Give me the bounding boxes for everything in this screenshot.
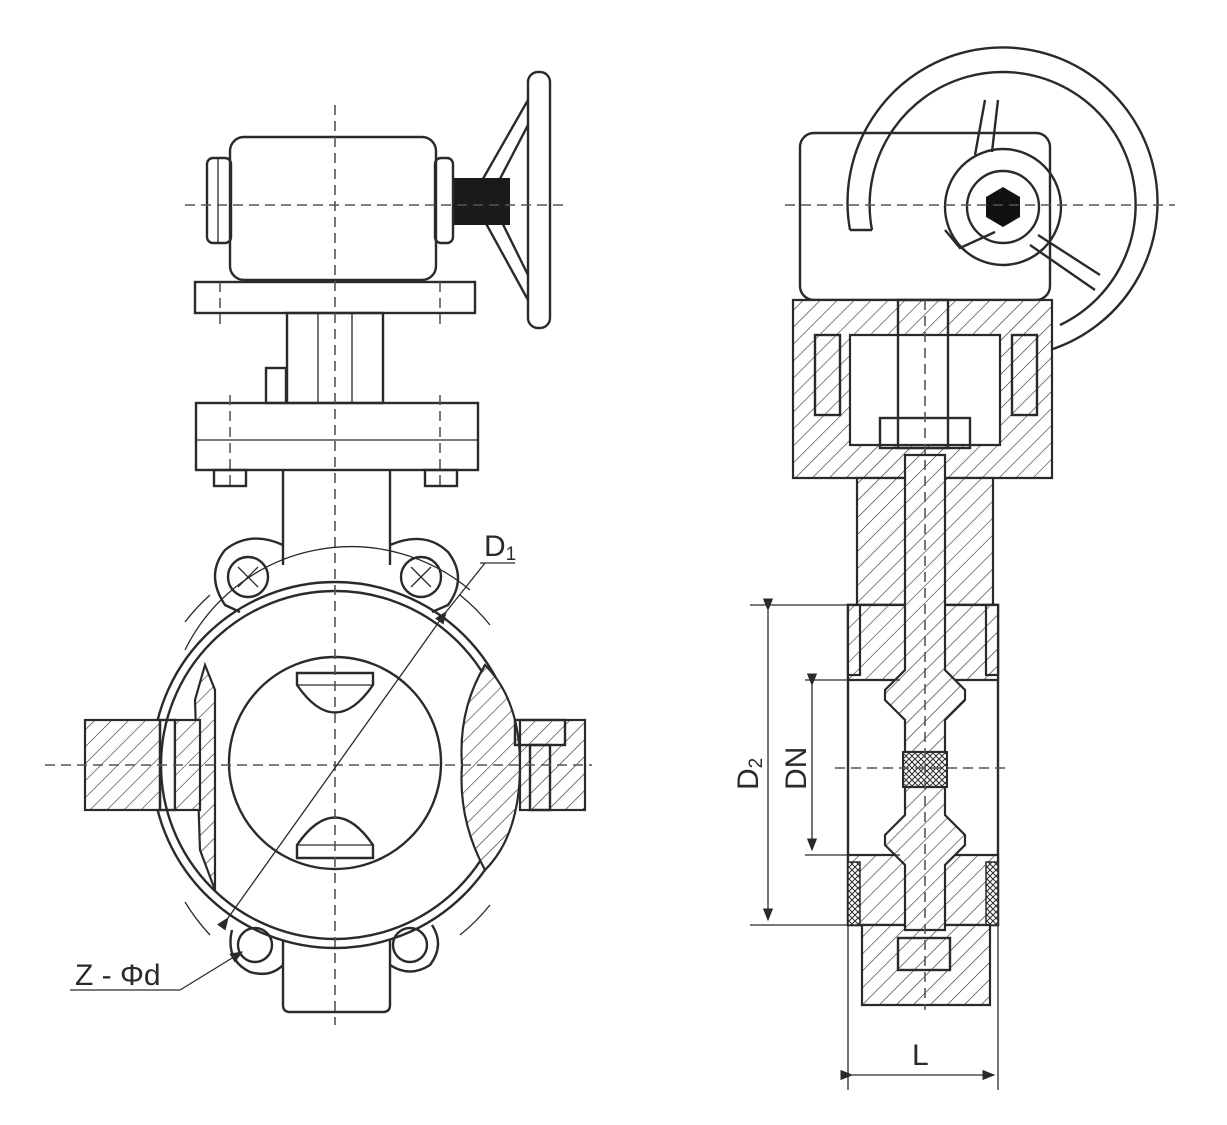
bottom-cap-section [860,923,992,1007]
side-view: D2 DN L [732,46,1175,1090]
d1-label: D1 [484,530,516,565]
bolt-hole [399,555,443,599]
bolt-hole [236,926,274,964]
gearbox [205,135,455,282]
bottom-stub [281,940,392,1014]
lug-bottom [229,924,440,976]
lug-top-right [389,537,460,614]
d1-dimension-line [216,610,447,931]
stem [878,298,972,932]
bolt-holes-label: Z - Φd [75,959,161,992]
bolt-hole [226,555,270,599]
top-flange [194,395,480,490]
lug-top-left [213,537,284,614]
d2-label: D2 [732,758,767,790]
l-label: L [912,1039,929,1072]
bracket-column [264,311,385,405]
body-neck [281,470,392,565]
yoke-section [791,298,1054,480]
front-view: D1 Z - Φd [45,70,592,1025]
dn-label: DN [780,747,813,790]
handwheel-icon [846,46,1159,352]
drive-shaft [452,178,510,225]
